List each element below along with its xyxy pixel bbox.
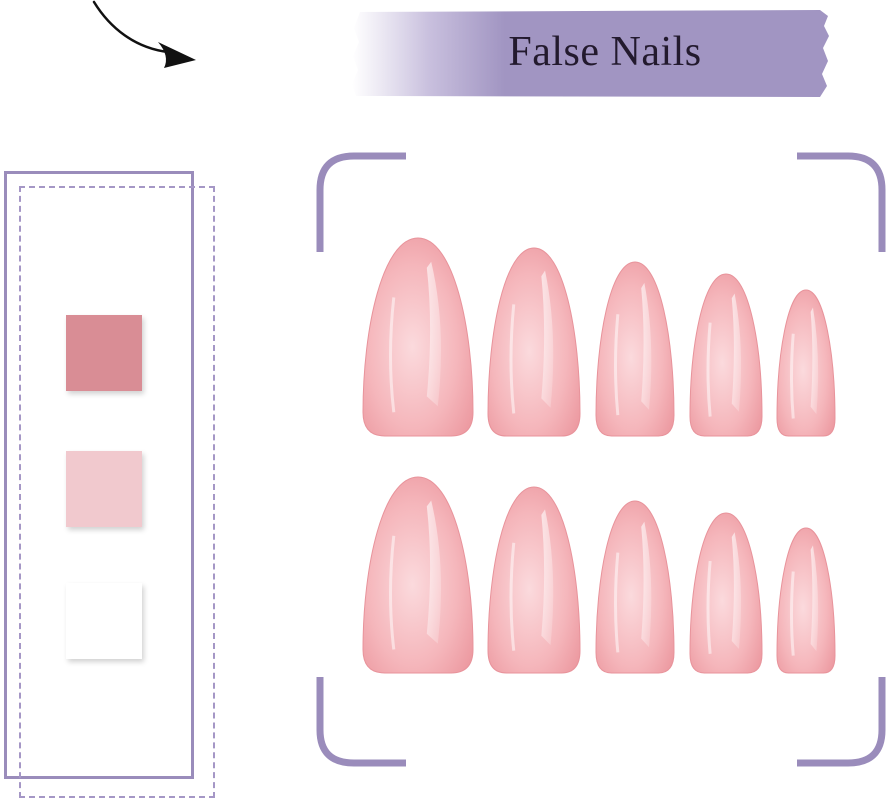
press-on-nail-5 [776,289,836,437]
press-on-nail-2 [487,247,581,437]
nail-shine-5 [810,307,819,415]
press-on-nail-9 [689,512,763,674]
nail-shine-9 [731,532,742,649]
product-frame [316,152,886,767]
swatch-panel-border [4,171,194,779]
curved-arrow-icon [92,0,196,68]
color-swatch-rose [66,315,142,391]
nail-edge-shine-10 [790,571,795,656]
corner-bracket-bottom-left [316,677,406,767]
press-on-nail-4 [689,273,763,437]
nail-shine-8 [641,521,652,648]
nail-shine-3 [641,282,652,410]
nail-shine-6 [426,500,441,644]
nail-edge-shine-7 [509,542,516,651]
press-on-nail-1 [362,237,474,437]
corner-bracket-bottom-right [797,677,886,767]
color-swatch-white [66,583,142,659]
nail-shine-4 [731,293,742,412]
press-on-nail-7 [487,486,581,674]
nail-edge-shine-2 [509,304,516,414]
nail-shine-7 [541,509,554,646]
corner-bracket-top-left [316,152,406,252]
nail-edge-shine-3 [614,314,620,416]
color-swatch-pink [66,451,142,527]
nail-edge-shine-6 [389,535,396,650]
nail-edge-shine-5 [790,333,795,419]
swatch-panel-dashed-border [19,186,215,798]
press-on-nail-8 [595,500,675,674]
nail-shine-2 [541,270,554,408]
press-on-nail-3 [595,261,675,437]
nail-edge-shine-8 [614,552,620,653]
nail-shine-1 [426,261,441,407]
press-on-nail-6 [362,476,474,674]
nail-edge-shine-4 [706,322,712,417]
press-on-nail-10 [776,527,836,674]
nail-edge-shine-9 [706,560,712,654]
page-title: False Nails [508,29,702,75]
nails-set [362,237,836,674]
title-banner [352,10,829,97]
nail-edge-shine-1 [389,297,396,413]
corner-bracket-top-right [797,152,886,252]
nail-shine-10 [810,545,819,652]
